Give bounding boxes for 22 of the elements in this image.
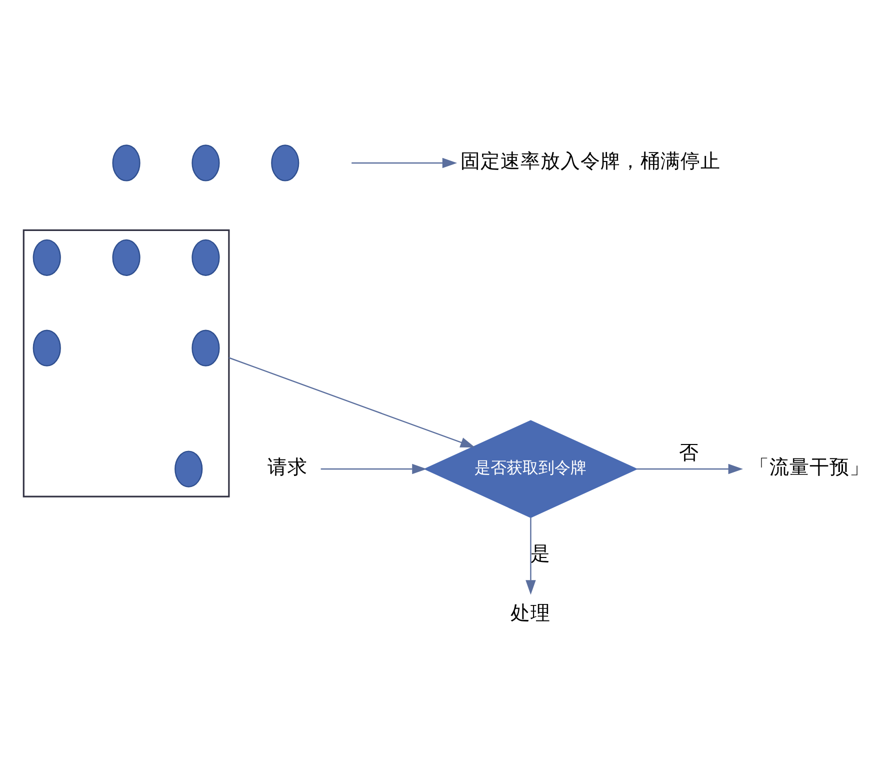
arrow xyxy=(525,518,536,595)
node-circle xyxy=(191,144,220,182)
cluster xyxy=(22,229,230,498)
node-circle xyxy=(191,330,220,366)
node-text: 「流量干预」 xyxy=(748,456,869,479)
node-circle xyxy=(174,450,202,488)
node-diamond: 是否获取到令牌 xyxy=(423,420,638,518)
arrow xyxy=(636,464,742,474)
node-circle xyxy=(112,239,140,276)
edge-label: 否 xyxy=(678,441,698,464)
edge-label: 是 xyxy=(530,542,550,565)
arrow xyxy=(228,357,475,448)
node-text: 处理 xyxy=(510,602,550,625)
arrow xyxy=(320,464,426,474)
node-circle xyxy=(270,144,299,182)
arrow xyxy=(351,158,457,168)
node-circle xyxy=(112,144,140,182)
node-text: 请求 xyxy=(267,456,308,479)
node-circle xyxy=(32,330,60,366)
node-circle xyxy=(191,239,220,276)
node-circle xyxy=(32,239,60,276)
node-text: 固定速率放入令牌，桶满停止 xyxy=(460,150,720,173)
